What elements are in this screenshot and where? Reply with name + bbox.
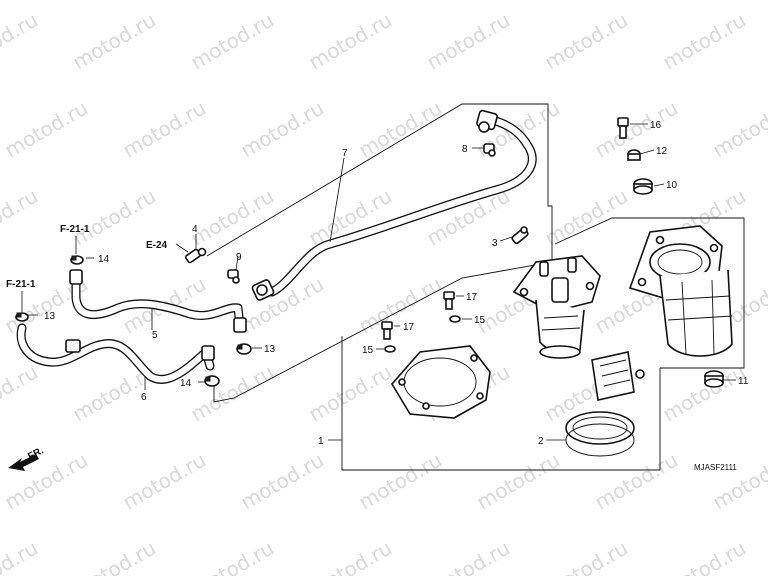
watermark-text: motod.ru xyxy=(423,536,514,576)
clip-9 xyxy=(228,270,239,283)
callout-7: 7 xyxy=(342,148,348,159)
callout-11: 11 xyxy=(738,376,749,387)
callout-16: 16 xyxy=(650,120,662,131)
washer-13-upper xyxy=(450,316,460,322)
callout-15-lower: 14 xyxy=(180,378,192,389)
watermark-text: motod.ru xyxy=(69,8,160,75)
callout-10: 10 xyxy=(666,180,678,191)
callout-4: 4 xyxy=(192,224,198,235)
fuel-pump-module xyxy=(630,226,732,356)
setting-plate xyxy=(392,346,490,418)
watermark-text: motod.ru xyxy=(355,448,446,515)
ref-label-f21-upper: F-21-1 xyxy=(60,224,90,235)
ref-label-e24: E-24 xyxy=(146,240,168,251)
watermark-text: motod.ru xyxy=(355,272,446,339)
callout-6: 6 xyxy=(141,392,147,403)
callout-5: 5 xyxy=(152,330,158,341)
callout-17-lower: 17 xyxy=(403,322,415,333)
watermark-text: motod.ru xyxy=(237,96,328,163)
callout-14-left: 13 xyxy=(44,311,56,322)
watermark-text: motod.ru xyxy=(709,448,768,515)
watermark-text: motod.ru xyxy=(355,96,446,163)
watermark-text: motod.ru xyxy=(1,448,92,515)
callout-13-upper: 15 xyxy=(474,315,486,326)
watermark-text: motod.ru xyxy=(187,536,278,576)
seal-ring xyxy=(566,412,634,456)
filter-screen xyxy=(592,352,644,400)
watermark-text: motod.ru xyxy=(187,360,278,427)
grommet-11 xyxy=(705,371,723,387)
callout-17-upper: 17 xyxy=(466,292,478,303)
clamp-14-left xyxy=(16,313,28,321)
hose-6 xyxy=(21,328,214,379)
watermark-text: motod.ru xyxy=(473,448,564,515)
watermark-text: motod.ru xyxy=(591,448,682,515)
watermark-text: motod.ru xyxy=(305,8,396,75)
watermark-text: motod.ru xyxy=(187,8,278,75)
watermark-text: motod.ru xyxy=(659,360,750,427)
callout-13-lower: 15 xyxy=(362,345,374,356)
callout-9: 9 xyxy=(236,252,242,263)
clamp-14-mid xyxy=(237,344,251,354)
watermark-text: motod.ru xyxy=(659,8,750,75)
bolt-17-lower xyxy=(382,322,392,339)
callout-12: 12 xyxy=(656,146,668,157)
ref-label-f21-lower: F-21-1 xyxy=(6,279,36,290)
watermark-text: motod.ru xyxy=(541,536,632,576)
watermark-text: motod.ru xyxy=(1,96,92,163)
watermark-text: motod.ru xyxy=(305,536,396,576)
watermark-text: motod.ru xyxy=(119,96,210,163)
callout-14-mid: 13 xyxy=(264,344,276,355)
callout-8: 8 xyxy=(462,144,468,155)
washer-13-lower xyxy=(385,346,395,352)
collar-12 xyxy=(628,150,640,160)
watermark-text: motod.ru xyxy=(541,184,632,251)
bolt-16 xyxy=(618,118,628,138)
watermark-text: motod.ru xyxy=(0,360,42,427)
front-marker-label: FR. xyxy=(26,445,46,462)
watermark-text: motod.ru xyxy=(0,184,42,251)
callout-3: 3 xyxy=(492,238,498,249)
watermark-text: motod.ru xyxy=(0,536,42,576)
callout-2: 2 xyxy=(538,436,544,447)
watermark-text: motod.ru xyxy=(119,448,210,515)
clamp-15-lower xyxy=(205,376,219,386)
callout-15-upper: 14 xyxy=(98,254,110,265)
watermark-text: motod.ru xyxy=(709,96,768,163)
hose-5 xyxy=(70,270,246,332)
clamp-15-upper xyxy=(71,256,83,264)
watermark-text: motod.ru xyxy=(423,8,514,75)
diagram-code: MJASF2111 xyxy=(694,463,737,472)
callout-1: 1 xyxy=(318,436,324,447)
watermark-text: motod.ru xyxy=(187,184,278,251)
joint-4 xyxy=(185,249,206,264)
bolt-17-upper xyxy=(444,292,454,309)
watermark-text: motod.ru xyxy=(659,536,750,576)
watermark-text: motod.ru xyxy=(541,8,632,75)
watermark-text: motod.ru xyxy=(69,536,160,576)
watermark-text: motod.ru xyxy=(0,8,42,75)
watermark-text: motod.ru xyxy=(423,184,514,251)
grommet-10 xyxy=(634,179,652,194)
joint-3 xyxy=(511,227,528,244)
front-direction-marker: FR. xyxy=(8,445,46,471)
watermark-text: motod.ru xyxy=(305,360,396,427)
watermark-text: motod.ru xyxy=(237,448,328,515)
